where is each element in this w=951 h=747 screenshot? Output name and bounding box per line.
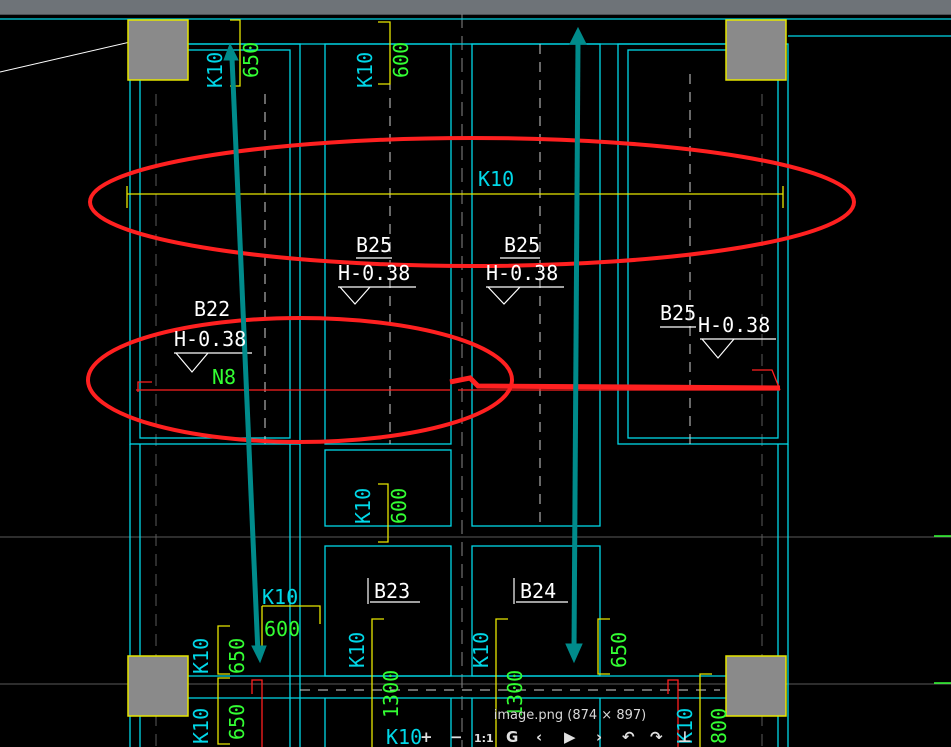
label-k10-top-left: K10 [203, 52, 227, 88]
window-top-bar [0, 0, 951, 15]
label-600-bl: 600 [264, 617, 300, 641]
fit-button[interactable]: G [506, 728, 519, 746]
previous-button[interactable]: ‹ [536, 728, 543, 746]
label-1300-b: 1300 [503, 670, 527, 718]
red-annotations [86, 136, 856, 444]
zoom-out-button[interactable]: − [450, 728, 463, 746]
label-b24: B24 [520, 579, 556, 603]
elevation-markers [174, 257, 776, 604]
play-button[interactable]: ▶ [564, 728, 576, 746]
image-info-caption: image.png (874 × 897) [493, 708, 647, 723]
label-h-c: H-0.38 [698, 313, 770, 337]
zoom-in-button[interactable]: + [420, 728, 433, 746]
label-600-top: 600 [389, 42, 413, 78]
label-1300-a: 1300 [379, 670, 403, 718]
label-n8: N8 [212, 365, 236, 389]
label-k10-bl: K10 [262, 585, 298, 609]
label-b22: B22 [194, 297, 230, 321]
label-800-br: 800 [707, 708, 731, 744]
label-k10-b2: K10 [469, 632, 493, 668]
rotate-right-button[interactable]: ↷ [650, 728, 663, 746]
label-b25-a: B25 [356, 233, 392, 257]
arrow-head-up-right [569, 26, 587, 45]
label-k10-center: K10 [478, 167, 514, 191]
label-650-top: 650 [239, 42, 263, 78]
label-h-a: H-0.38 [338, 261, 410, 285]
label-k10-bottom: K10 [386, 725, 422, 747]
flip-button[interactable]: ⊥ [678, 728, 692, 746]
next-button[interactable]: › [596, 728, 603, 746]
teal-arrows [223, 26, 587, 664]
dashed-interior-lines [264, 44, 720, 691]
label-k10-bl2: K10 [189, 638, 213, 674]
drawing-labels: K10 650 K10 600 K10 B25 H-0.38 B25 H-0.3… [174, 42, 770, 747]
label-k10-mid: K10 [351, 488, 375, 524]
arrow-head-down-left [251, 645, 267, 664]
label-b25-c: B25 [660, 301, 696, 325]
label-650-bl2: 650 [225, 704, 249, 740]
label-600-mid: 600 [387, 488, 411, 524]
highlight-ellipse-left [86, 316, 514, 444]
wall-outlines [0, 18, 951, 747]
structural-columns [127, 19, 787, 717]
label-b23: B23 [374, 579, 410, 603]
label-650-br: 650 [607, 632, 631, 668]
label-h-b: H-0.38 [486, 261, 558, 285]
edge-markers [934, 535, 951, 684]
arrow-head-down-right [565, 643, 583, 664]
highlight-ellipse-top [88, 136, 856, 268]
label-h-d: H-0.38 [174, 327, 246, 351]
arrow-head-up-left [223, 42, 239, 61]
label-k10-br: K10 [673, 708, 697, 744]
label-k10-bl3: K10 [189, 708, 213, 744]
rotate-left-button[interactable]: ↶ [622, 728, 635, 746]
label-b25-b: B25 [504, 233, 540, 257]
cad-drawing-canvas: K10 650 K10 600 K10 B25 H-0.38 B25 H-0.3… [0, 14, 951, 747]
actual-size-button[interactable]: 1:1 [474, 732, 494, 745]
diagonal-reference-line [0, 41, 131, 73]
label-k10-top-mid: K10 [353, 52, 377, 88]
label-650-bl: 650 [225, 638, 249, 674]
label-k10-b1: K10 [345, 632, 369, 668]
